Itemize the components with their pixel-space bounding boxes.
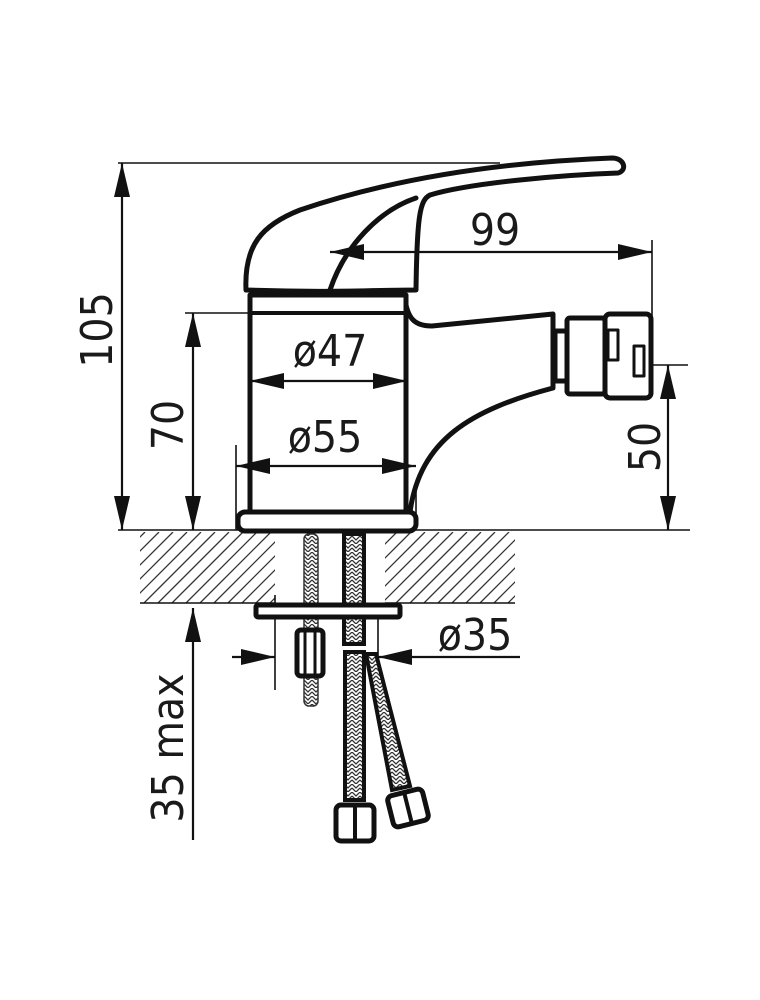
label-d55: ø55: [288, 412, 363, 463]
faucet-base: [235, 509, 419, 534]
hatch-line: [451, 532, 515, 603]
hatch-line: [140, 532, 202, 603]
hatch-line: [522, 532, 593, 603]
hatch-line: [367, 532, 440, 603]
label-99: 99: [470, 205, 520, 256]
hatch-line: [140, 532, 160, 603]
label-d35: ø35: [438, 610, 513, 661]
hatch-line: [381, 532, 454, 603]
lever-handle: [243, 155, 627, 294]
hatch-line: [395, 532, 468, 603]
hatch-line: [507, 532, 515, 603]
threaded-rod: [303, 533, 319, 707]
hatch-line: [199, 532, 272, 603]
label-d47: ø47: [293, 326, 368, 377]
hatch-line: [227, 532, 300, 603]
hatch-line: [409, 532, 482, 603]
hatch-line: [592, 532, 663, 603]
hatch-line: [479, 532, 515, 603]
supply-hose: [342, 532, 366, 646]
label-35-max: 35 max: [143, 673, 194, 822]
label-50: 50: [620, 422, 671, 472]
hatch-line: [143, 532, 216, 603]
hatch-line: [536, 532, 607, 603]
hatch-line: [60, 532, 131, 603]
hatch-line: [493, 532, 515, 603]
label-105: 105: [72, 292, 123, 368]
hatch-line: [171, 532, 244, 603]
hatch-line: [423, 532, 496, 603]
hatch-line: [213, 532, 286, 603]
supply-hose: [363, 652, 413, 793]
bidet-aerator: [552, 311, 654, 401]
hatch-line: [550, 532, 621, 603]
hatch-line: [140, 532, 146, 603]
supply-hose: [343, 650, 366, 802]
hatch-line: [185, 532, 258, 603]
mounting-plate: [253, 602, 403, 620]
faucet-body: [247, 292, 409, 518]
hatch-line: [140, 532, 188, 603]
hatch-line: [578, 532, 649, 603]
hatch-line: [564, 532, 635, 603]
fixing-nut: [294, 627, 326, 679]
hatch-line: [241, 532, 314, 603]
hatch-line: [140, 532, 174, 603]
hatch-line: [157, 532, 230, 603]
hatch-line: [465, 532, 515, 603]
hatch-line: [437, 532, 510, 603]
label-70: 70: [143, 400, 194, 450]
